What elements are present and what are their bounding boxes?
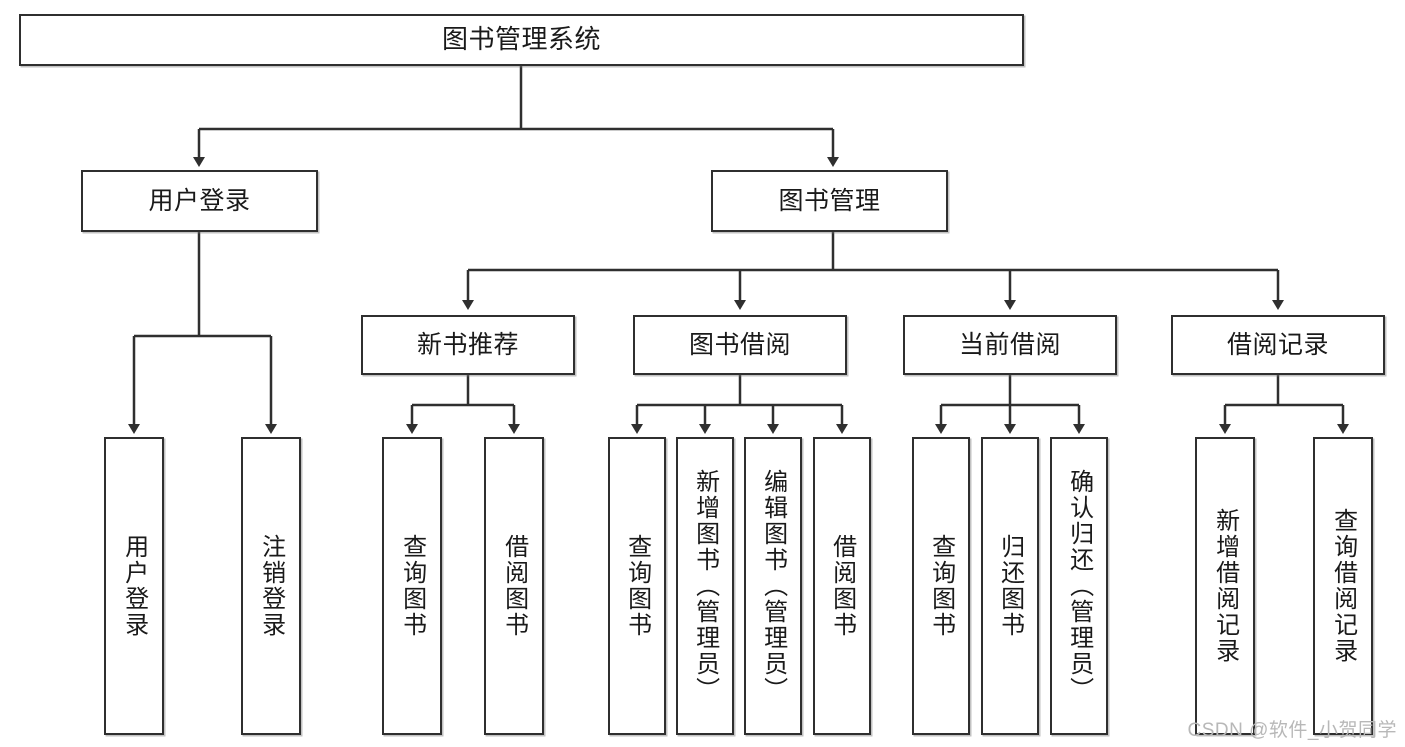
- leaf-query-borrow-record[interactable]: 查询借阅记录: [1313, 437, 1373, 735]
- leaf-label: 查询借阅记录: [1329, 508, 1357, 664]
- leaf-confirm-return-admin[interactable]: 确认归还（管理员）: [1050, 437, 1108, 735]
- leaf-label: 新增借阅记录: [1211, 508, 1239, 664]
- leaf-borrow-book[interactable]: 借阅图书: [813, 437, 871, 735]
- leaf-query-book-current[interactable]: 查询图书: [912, 437, 970, 735]
- node-book-borrow[interactable]: 图书借阅: [633, 315, 847, 375]
- leaf-label: 编辑图书（管理员）: [759, 469, 787, 703]
- leaf-return-book[interactable]: 归还图书: [981, 437, 1039, 735]
- node-label: 用户登录: [148, 187, 251, 215]
- leaf-label: 归还图书: [996, 534, 1024, 638]
- node-borrow-record[interactable]: 借阅记录: [1171, 315, 1385, 375]
- leaf-label: 新增图书（管理员）: [691, 469, 719, 703]
- leaf-user-login[interactable]: 用户登录: [104, 437, 164, 735]
- node-label: 图书管理系统: [441, 24, 601, 55]
- leaf-label: 查询图书: [398, 534, 426, 638]
- leaf-label: 确认归还（管理员）: [1065, 469, 1093, 703]
- leaf-edit-book-admin[interactable]: 编辑图书（管理员）: [744, 437, 802, 735]
- node-book-management[interactable]: 图书管理: [711, 170, 948, 232]
- node-book-management-system[interactable]: 图书管理系统: [19, 14, 1024, 66]
- leaf-label: 查询图书: [623, 534, 651, 638]
- leaf-query-book-borrow[interactable]: 查询图书: [608, 437, 666, 735]
- leaf-label: 注销登录: [257, 534, 285, 638]
- node-label: 图书借阅: [688, 331, 791, 359]
- node-label: 图书管理: [778, 187, 881, 215]
- leaf-label: 借阅图书: [828, 534, 856, 638]
- node-label: 新书推荐: [416, 331, 519, 359]
- node-label: 当前借阅: [958, 331, 1061, 359]
- leaf-add-borrow-record[interactable]: 新增借阅记录: [1195, 437, 1255, 735]
- watermark: CSDN @软件_小贺同学: [1187, 720, 1397, 741]
- leaf-add-book-admin[interactable]: 新增图书（管理员）: [676, 437, 734, 735]
- node-new-book-recommend[interactable]: 新书推荐: [361, 315, 575, 375]
- leaf-query-book-recommend[interactable]: 查询图书: [382, 437, 442, 735]
- leaf-borrow-book-recommend[interactable]: 借阅图书: [484, 437, 544, 735]
- node-user-login[interactable]: 用户登录: [81, 170, 318, 232]
- node-label: 借阅记录: [1226, 331, 1329, 359]
- leaf-logout[interactable]: 注销登录: [241, 437, 301, 735]
- leaf-label: 查询图书: [927, 534, 955, 638]
- leaf-label: 用户登录: [120, 534, 148, 638]
- leaf-label: 借阅图书: [500, 534, 528, 638]
- node-current-borrow[interactable]: 当前借阅: [903, 315, 1117, 375]
